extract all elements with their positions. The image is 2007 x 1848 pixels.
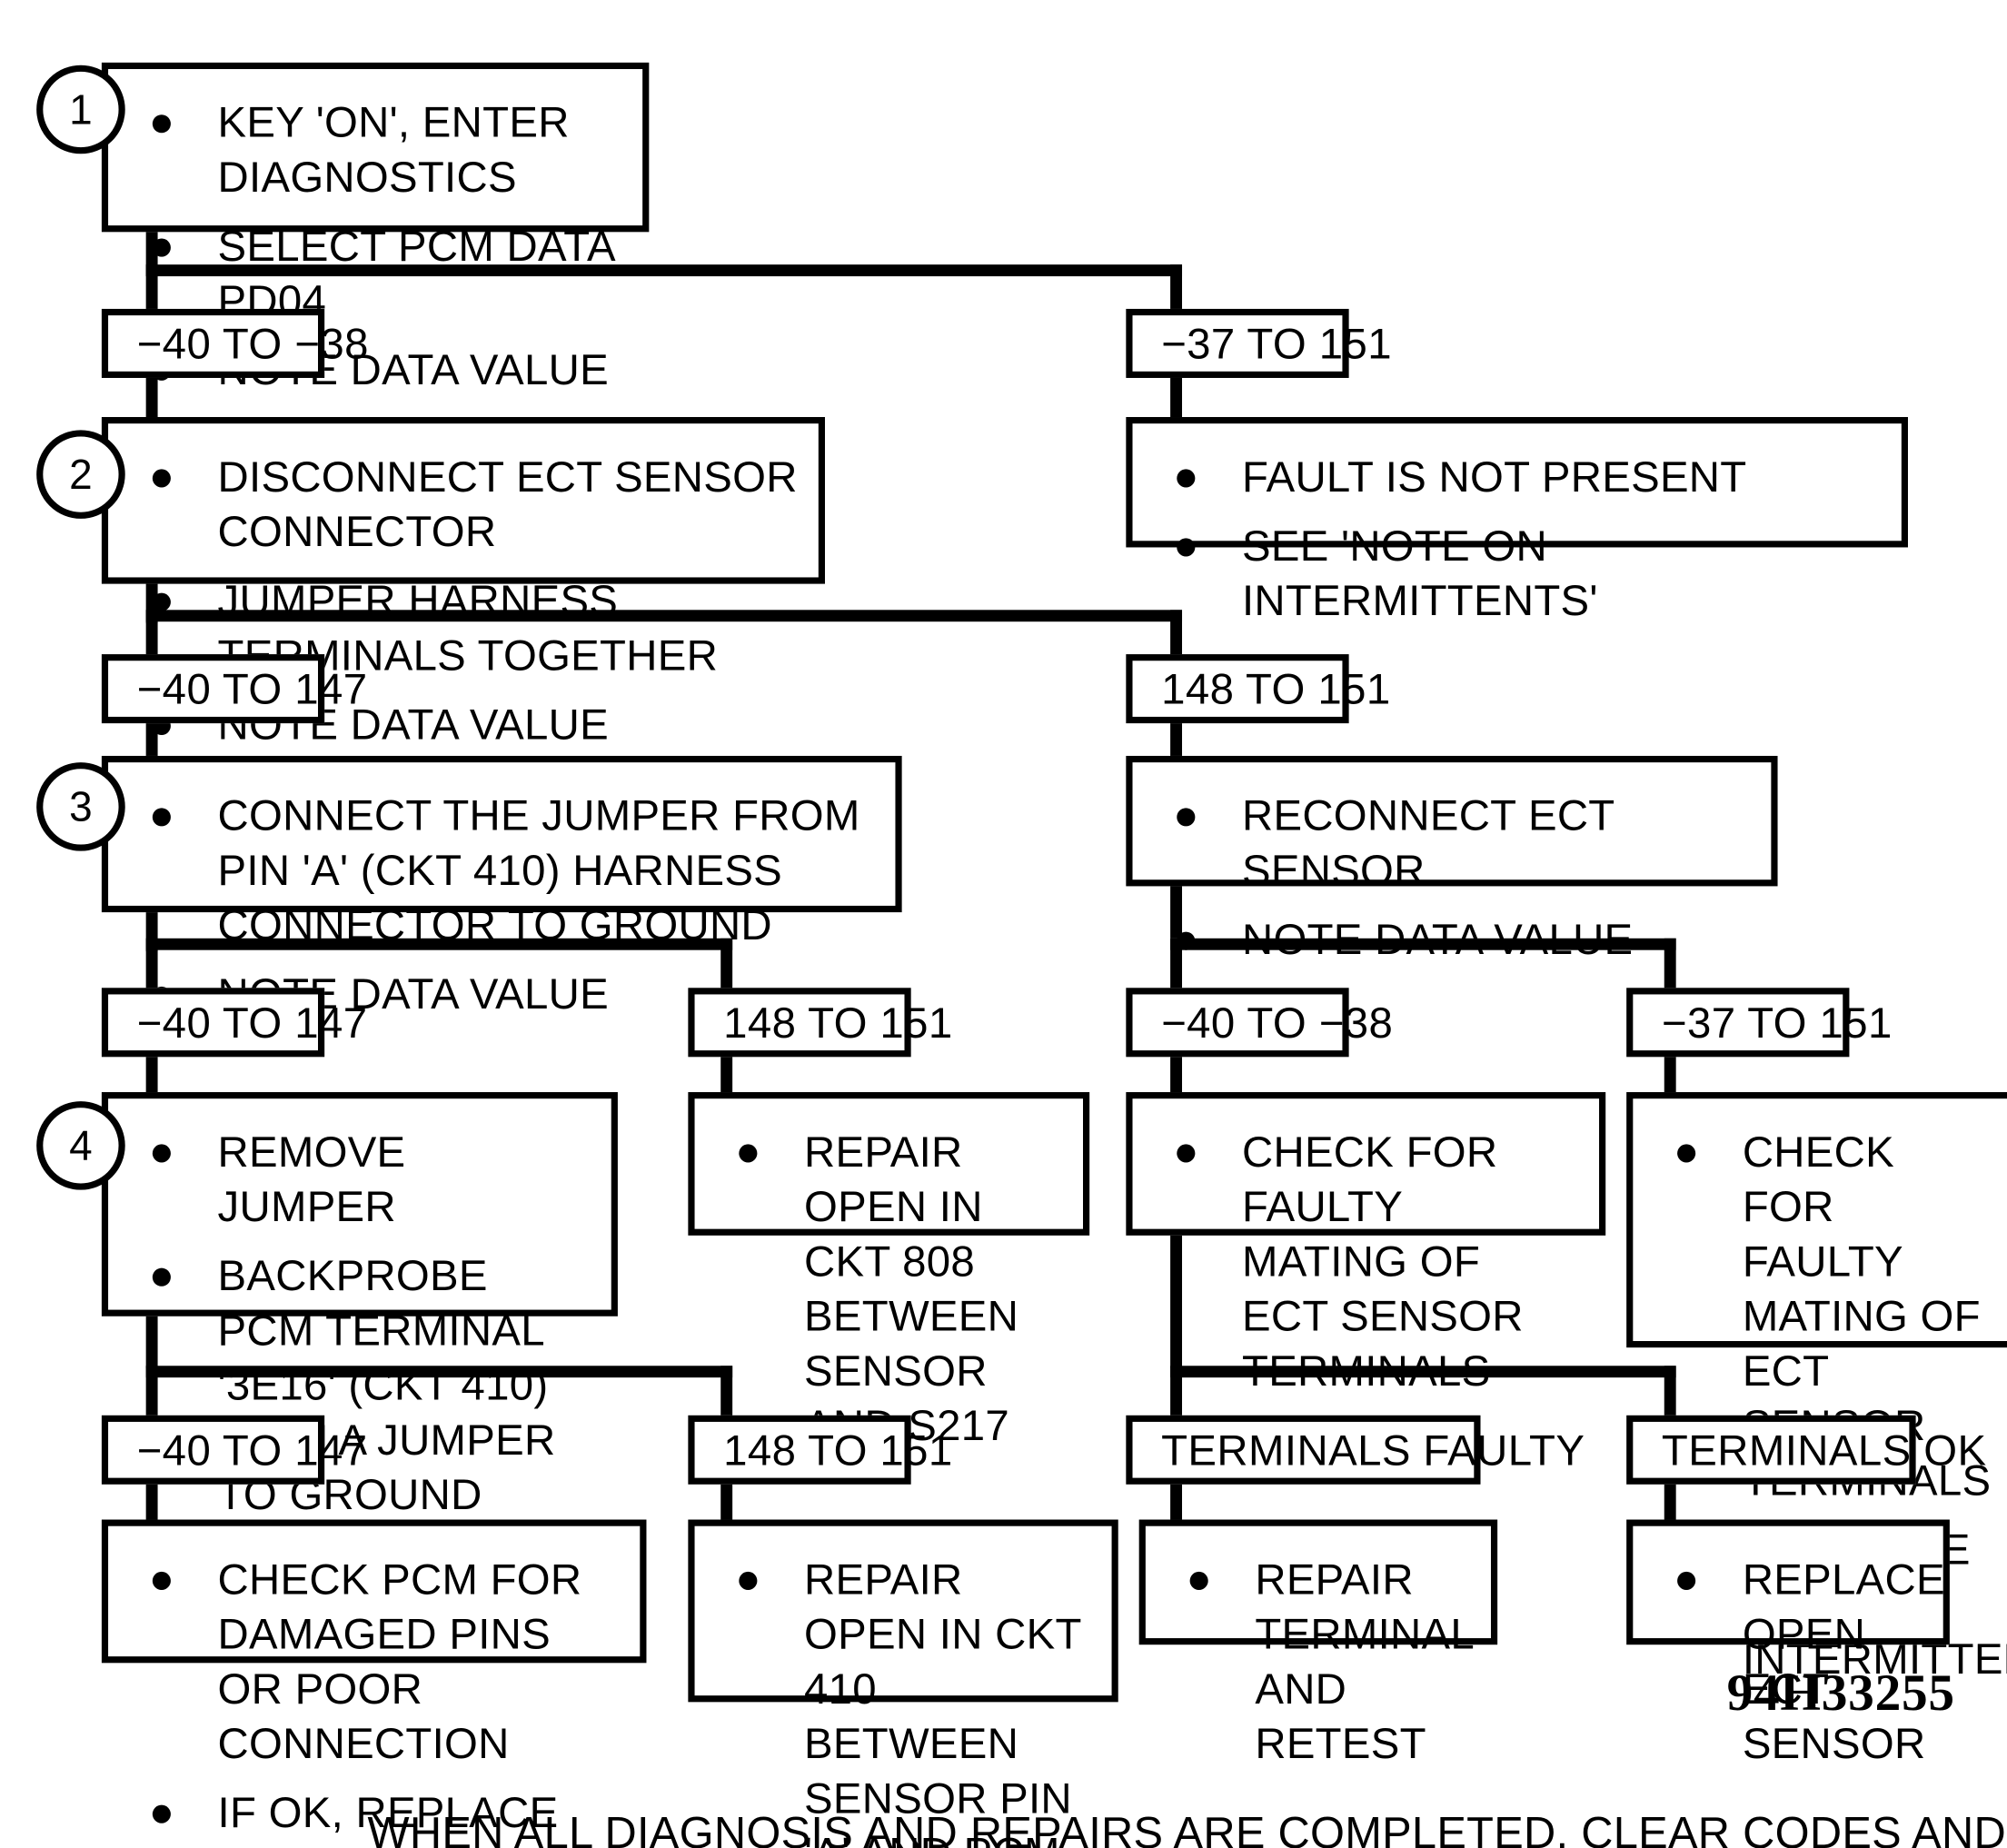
step-marker-2: 2 [36, 430, 125, 519]
box-step-1: KEY 'ON', ENTER DIAGNOSTICS SELECT PCM D… [101, 62, 650, 393]
connector-vertical [720, 938, 733, 991]
box-step-2: DISCONNECT ECT SENSOR CONNECTOR JUMPER H… [101, 417, 825, 748]
connector-vertical [1170, 883, 1183, 939]
drawing-number: 94H33255 [1726, 1663, 1955, 1722]
connector-vertical [720, 1366, 733, 1418]
footer-note: WHEN ALL DIAGNOSIS AND REPAIRS ARE COMPL… [367, 1808, 2007, 1848]
box-step-4: REMOVE JUMPER BACKPROBE PCM TERMINAL '3E… [101, 1092, 618, 1642]
list-item: RECONNECT ECT SENSOR [1161, 789, 1750, 898]
connector-vertical [1664, 938, 1676, 991]
list-item: REPAIR OPEN IN CKT 410 BETWEEN SENSOR PI… [723, 1552, 1091, 1848]
connector-horizontal [145, 1366, 733, 1378]
branch-label-terminals-faulty: TERMINALS FAULTY [1126, 1415, 1585, 1485]
box-reconnect-ect-sensor: RECONNECT ECT SENSOR NOTE DATA VALUE [1126, 755, 1778, 963]
list-item: REPLACE OPEN ECT SENSOR [1662, 1552, 1945, 1771]
fault-not-present-list: FAULT IS NOT PRESENT SEE 'NOTE ON INTERM… [1161, 450, 1881, 629]
repair-410-list: REPAIR OPEN IN CKT 410 BETWEEN SENSOR PI… [723, 1552, 1091, 1848]
step-marker-3: 3 [36, 762, 125, 851]
branch-label-minus37-to-151-b: −37 TO 151 [1626, 988, 1892, 1058]
reconnect-sensor-list: RECONNECT ECT SENSOR NOTE DATA VALUE [1161, 789, 1750, 968]
branch-label-148-to-151: 148 TO 151 [1126, 654, 1390, 724]
step-3-list: CONNECT THE JUMPER FROM PIN 'A' (CKT 410… [137, 789, 875, 1022]
connector-vertical [720, 1481, 733, 1524]
connector-vertical [1170, 1481, 1183, 1524]
connector-horizontal [145, 610, 1183, 622]
list-item: DISCONNECT ECT SENSOR CONNECTOR [137, 450, 798, 559]
branch-label-148-to-151-b: 148 TO 151 [688, 988, 952, 1058]
list-item: SELECT PCM DATA PD04 [137, 219, 622, 328]
list-item: CHECK FOR FAULTY MATING OF ECT SENSOR TE… [1161, 1125, 1578, 1398]
box-check-pcm: CHECK PCM FOR DAMAGED PINS OR POOR CONNE… [101, 1519, 647, 1848]
list-item: REMOVE JUMPER [137, 1125, 591, 1234]
branch-label-terminals-ok: TERMINALS OK [1626, 1415, 1986, 1485]
box-step-3: CONNECT THE JUMPER FROM PIN 'A' (CKT 410… [101, 755, 902, 1018]
connector-vertical [145, 938, 158, 991]
connector-vertical [145, 1313, 158, 1369]
connector-vertical [720, 1054, 733, 1097]
list-item: IF OK, REPLACE PCM [137, 1785, 620, 1848]
connector-vertical [145, 375, 158, 420]
connector-vertical [1664, 1366, 1676, 1418]
list-item: CHECK PCM FOR DAMAGED PINS OR POOR CONNE… [137, 1552, 620, 1771]
connector-horizontal [145, 264, 1183, 277]
connector-vertical [145, 1481, 158, 1524]
connector-vertical [1170, 1232, 1183, 1369]
connector-vertical [1170, 938, 1183, 991]
box-repair-terminal: REPAIR TERMINAL AND RETEST [1138, 1519, 1498, 1767]
box-check-mating-right: CHECK FOR FAULTY MATING OF ECT SENSOR TE… [1626, 1092, 2007, 1683]
branch-label-minus40-to-minus38-b: −40 TO −38 [1126, 988, 1393, 1058]
connector-vertical [145, 1366, 158, 1418]
step-marker-1: 1 [36, 65, 125, 154]
branch-label-minus40-to-147-c: −40 TO 147 [101, 1415, 367, 1485]
list-item: SEE 'NOTE ON INTERMITTENTS' [1161, 519, 1881, 628]
branch-label-minus40-to-minus38: −40 TO −38 [101, 308, 368, 378]
repair-808-list: REPAIR OPEN IN CKT 808 BETWEEN SENSOR AN… [723, 1125, 1062, 1453]
branch-label-148-to-151-c: 148 TO 151 [688, 1415, 952, 1485]
step-marker-4: 4 [36, 1101, 125, 1190]
connector-vertical [1664, 1481, 1676, 1524]
branch-label-minus37-to-151: −37 TO 151 [1126, 308, 1392, 378]
check-mating-left-list: CHECK FOR FAULTY MATING OF ECT SENSOR TE… [1161, 1125, 1578, 1398]
connector-vertical [1170, 375, 1183, 420]
box-fault-not-present: FAULT IS NOT PRESENT SEE 'NOTE ON INTERM… [1126, 417, 1908, 624]
list-item: REPAIR OPEN IN CKT 808 BETWEEN SENSOR AN… [723, 1125, 1062, 1453]
connector-vertical [145, 264, 158, 312]
replace-sensor-list: REPLACE OPEN ECT SENSOR [1662, 1552, 1945, 1771]
list-item: FAULT IS NOT PRESENT [1161, 450, 1881, 504]
box-repair-open-ckt-808: REPAIR OPEN IN CKT 808 BETWEEN SENSOR AN… [688, 1092, 1090, 1449]
branch-label-minus40-to-147: −40 TO 147 [101, 654, 367, 724]
box-check-mating-left: CHECK FOR FAULTY MATING OF ECT SENSOR TE… [1126, 1092, 1606, 1395]
list-item: KEY 'ON', ENTER DIAGNOSTICS [137, 95, 622, 204]
connector-vertical [145, 1054, 158, 1097]
box-replace-ect-sensor: REPLACE OPEN ECT SENSOR [1626, 1519, 1950, 1767]
list-item: NOTE DATA VALUE [1161, 912, 1750, 967]
connector-vertical [1664, 1054, 1676, 1097]
connector-horizontal [145, 938, 733, 950]
connector-vertical [1170, 720, 1183, 763]
list-item: CONNECT THE JUMPER FROM PIN 'A' (CKT 410… [137, 789, 875, 953]
list-item: REPAIR TERMINAL AND RETEST [1174, 1552, 1473, 1771]
branch-label-minus40-to-147-b: −40 TO 147 [101, 988, 367, 1058]
connector-vertical [1170, 610, 1183, 657]
connector-vertical [1170, 1054, 1183, 1097]
connector-vertical [145, 610, 158, 657]
connector-horizontal [1170, 1366, 1676, 1378]
check-pcm-list: CHECK PCM FOR DAMAGED PINS OR POOR CONNE… [137, 1552, 620, 1848]
connector-vertical [1170, 264, 1183, 312]
connector-vertical [1170, 1366, 1183, 1418]
repair-terminal-list: REPAIR TERMINAL AND RETEST [1174, 1552, 1473, 1771]
step-2-list: DISCONNECT ECT SENSOR CONNECTOR JUMPER H… [137, 450, 798, 752]
box-repair-open-ckt-410: REPAIR OPEN IN CKT 410 BETWEEN SENSOR PI… [688, 1519, 1118, 1848]
connector-horizontal [1170, 938, 1676, 950]
